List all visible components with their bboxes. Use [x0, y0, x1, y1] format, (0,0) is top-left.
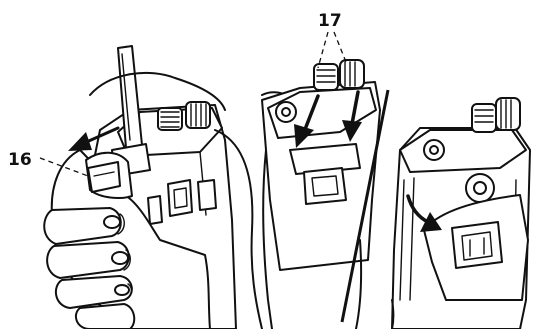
volume-knob-icon — [158, 108, 182, 130]
middle-knob-left-icon — [314, 64, 338, 90]
speaker-grill-icon — [276, 102, 296, 122]
channel-knob-icon — [186, 102, 210, 128]
callout-17-leader-right — [334, 32, 346, 62]
right-knob-left-icon — [472, 104, 496, 132]
right-knob-right-icon — [496, 98, 520, 130]
middle-knob-right-icon — [340, 60, 364, 88]
callout-17-label: 17 — [318, 11, 342, 31]
battery-latch-icon — [466, 174, 494, 202]
speaker-grill-right-icon — [424, 140, 444, 160]
callout-17-leader-left — [318, 32, 328, 68]
panel-remove-clip — [392, 98, 530, 329]
panel-slide-clip-down: 17 — [262, 11, 380, 329]
release-latch-icon — [88, 162, 120, 192]
panel-hand-release-latch: 16 — [8, 46, 262, 329]
callout-16-label: 16 — [8, 150, 32, 170]
